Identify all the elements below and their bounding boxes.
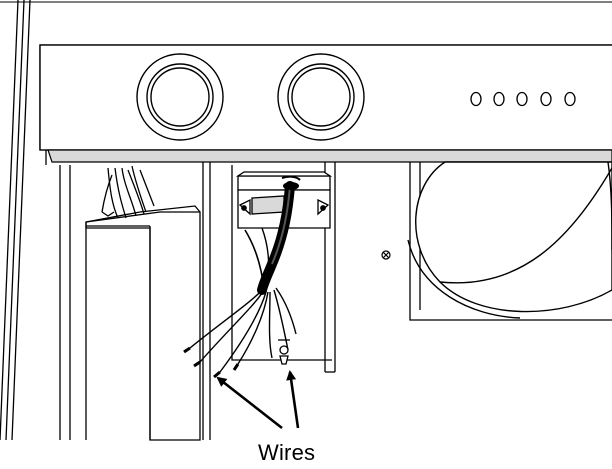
main-cable	[257, 175, 301, 295]
blower-housing	[407, 161, 612, 319]
ground-lug	[278, 339, 290, 365]
power-module	[85, 205, 201, 441]
push-button-icon	[540, 91, 552, 107]
mount-screw-icon	[381, 250, 391, 260]
push-button-icon	[493, 91, 505, 107]
knob-right-icon	[277, 53, 365, 141]
knob-left-icon	[136, 53, 224, 141]
push-button-icon	[470, 91, 482, 107]
power-module-wires	[101, 165, 155, 219]
callout-arrows	[216, 370, 300, 430]
arrow-icon	[216, 376, 283, 430]
wire-bundle	[189, 227, 297, 373]
push-button-icon	[564, 91, 576, 107]
push-button-icon	[516, 91, 528, 107]
wire-ends	[183, 346, 240, 379]
arrow-icon	[286, 370, 300, 429]
wires-label: Wires	[258, 440, 316, 465]
push-buttons	[470, 91, 576, 107]
